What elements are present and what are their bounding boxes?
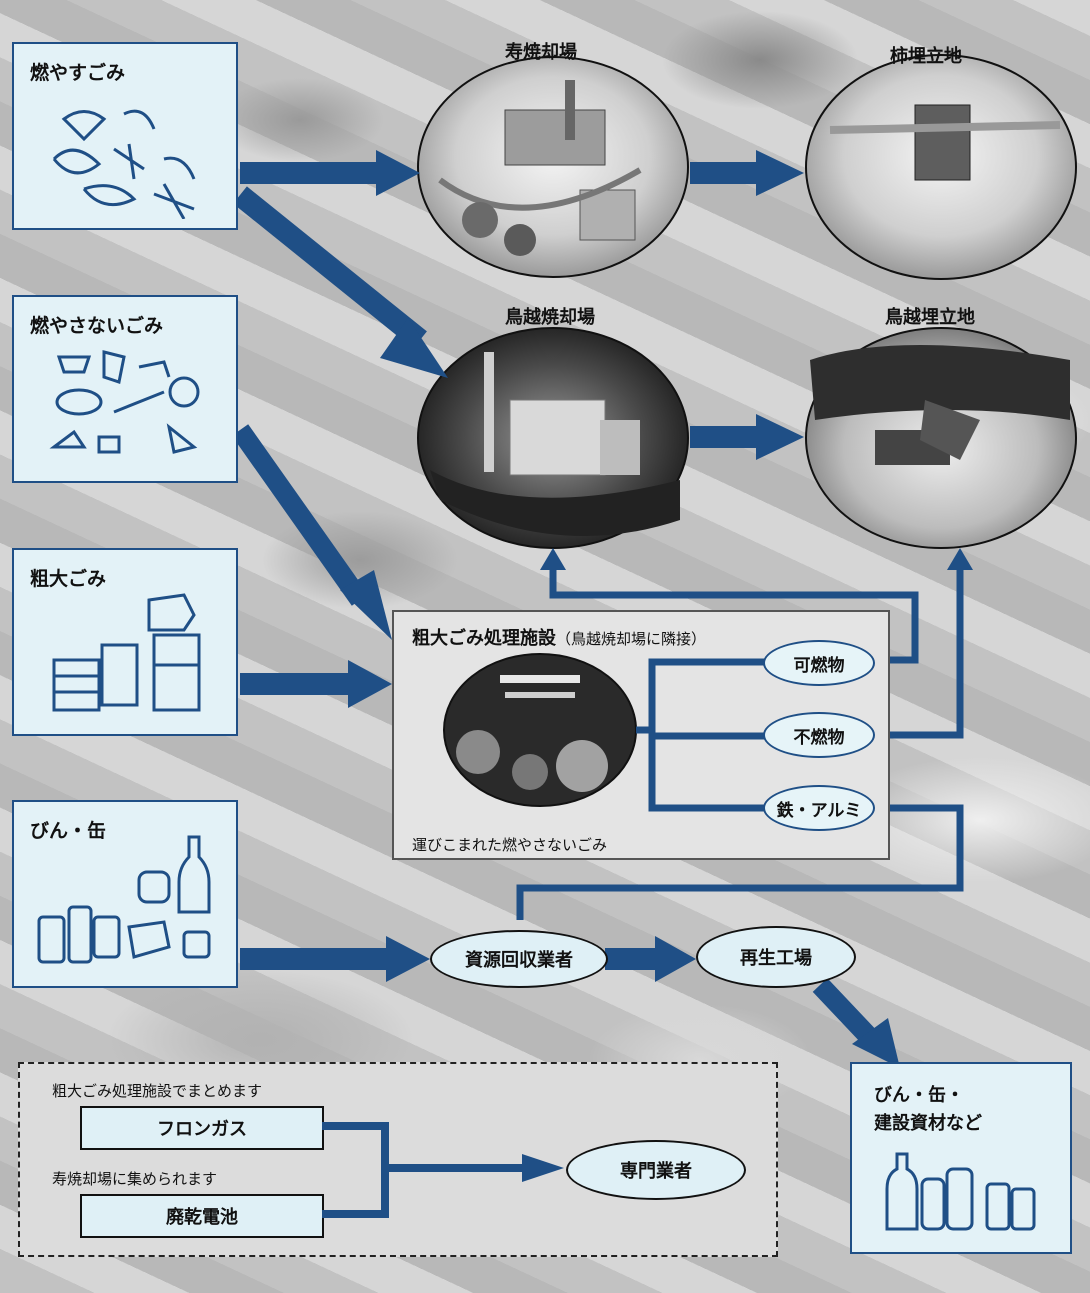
torigoe-landfill-photo <box>805 327 1077 549</box>
category-burnable-panel: 燃やすごみ <box>12 42 238 230</box>
torigoe-incinerator-label: 鳥越焼却場 <box>505 307 595 328</box>
specialist-contractor-oval: 専門業者 <box>566 1140 746 1200</box>
kaki-landfill-photo <box>805 54 1077 280</box>
oversized-waste-illustration <box>52 593 201 712</box>
kotobuki-incinerator-photo <box>417 56 689 278</box>
category-oversized-panel: 粗大ごみ <box>12 548 238 736</box>
oversized-facility-name: 粗大ごみ処理施設 <box>412 628 556 649</box>
recycling-factory-oval: 再生工場 <box>696 926 856 988</box>
freon-gas-label: フロンガス <box>157 1119 247 1140</box>
special-note-freon: 粗大ごみ処理施設でまとめます <box>52 1082 263 1100</box>
recycled-products-illustration <box>885 1152 1036 1231</box>
category-bottles-cans-title: びん・缶 <box>30 820 107 842</box>
kotobuki-incinerator-label: 寿焼却場 <box>505 42 577 63</box>
kaki-landfill-label: 柿埋立地 <box>890 46 962 67</box>
burnable-waste-illustration <box>52 109 196 219</box>
oversized-facility-title: 粗大ごみ処理施設（鳥越焼却場に隣接） <box>412 624 706 650</box>
category-oversized-title: 粗大ごみ <box>30 568 107 590</box>
category-nonburnable-title: 燃やさないごみ <box>30 315 164 337</box>
flow-arrows <box>231 150 900 1068</box>
output-incombustible-label: 不燃物 <box>793 727 845 748</box>
dry-batteries-box: 廃乾電池 <box>80 1194 324 1238</box>
category-nonburnable-panel: 燃やさないごみ <box>12 295 238 483</box>
output-metal-label: 鉄・アルミ <box>776 800 862 821</box>
nonburnable-waste-illustration <box>49 350 200 454</box>
bottles-cans-illustration <box>37 835 211 964</box>
torigoe-landfill-label: 鳥越埋立地 <box>885 307 975 328</box>
recycling-factory-label: 再生工場 <box>740 948 812 969</box>
recycled-products-line1: びん・缶・ <box>874 1085 964 1106</box>
output-metal-oval: 鉄・アルミ <box>763 785 875 831</box>
output-combustible-label: 可燃物 <box>793 655 845 676</box>
special-waste-box: 粗大ごみ処理施設でまとめます フロンガス 寿焼却場に集められます 廃乾電池 専門… <box>18 1062 778 1257</box>
oversized-facility-caption: 運びこまれた燃やさないごみ <box>412 836 608 854</box>
recycled-products-line2: 建設資材など <box>874 1113 982 1134</box>
oversized-facility-subtitle: （鳥越焼却場に隣接） <box>556 630 707 648</box>
arrowheads <box>540 548 973 570</box>
recycled-products-panel: びん・缶・ 建設資材など <box>850 1062 1072 1254</box>
special-note-batteries: 寿焼却場に集められます <box>52 1170 218 1188</box>
recycled-products-title: びん・缶・ 建設資材など <box>874 1082 982 1138</box>
output-combustible-oval: 可燃物 <box>763 640 875 686</box>
specialist-contractor-label: 専門業者 <box>620 1161 692 1182</box>
freon-gas-box: フロンガス <box>80 1106 324 1150</box>
dry-batteries-label: 廃乾電池 <box>166 1207 238 1228</box>
torigoe-incinerator-photo <box>417 327 689 549</box>
category-bottles-cans-panel: びん・缶 <box>12 800 238 988</box>
category-burnable-title: 燃やすごみ <box>30 62 126 84</box>
resource-collector-oval: 資源回収業者 <box>430 930 608 988</box>
output-incombustible-oval: 不燃物 <box>763 712 875 758</box>
resource-collector-label: 資源回収業者 <box>465 950 573 971</box>
